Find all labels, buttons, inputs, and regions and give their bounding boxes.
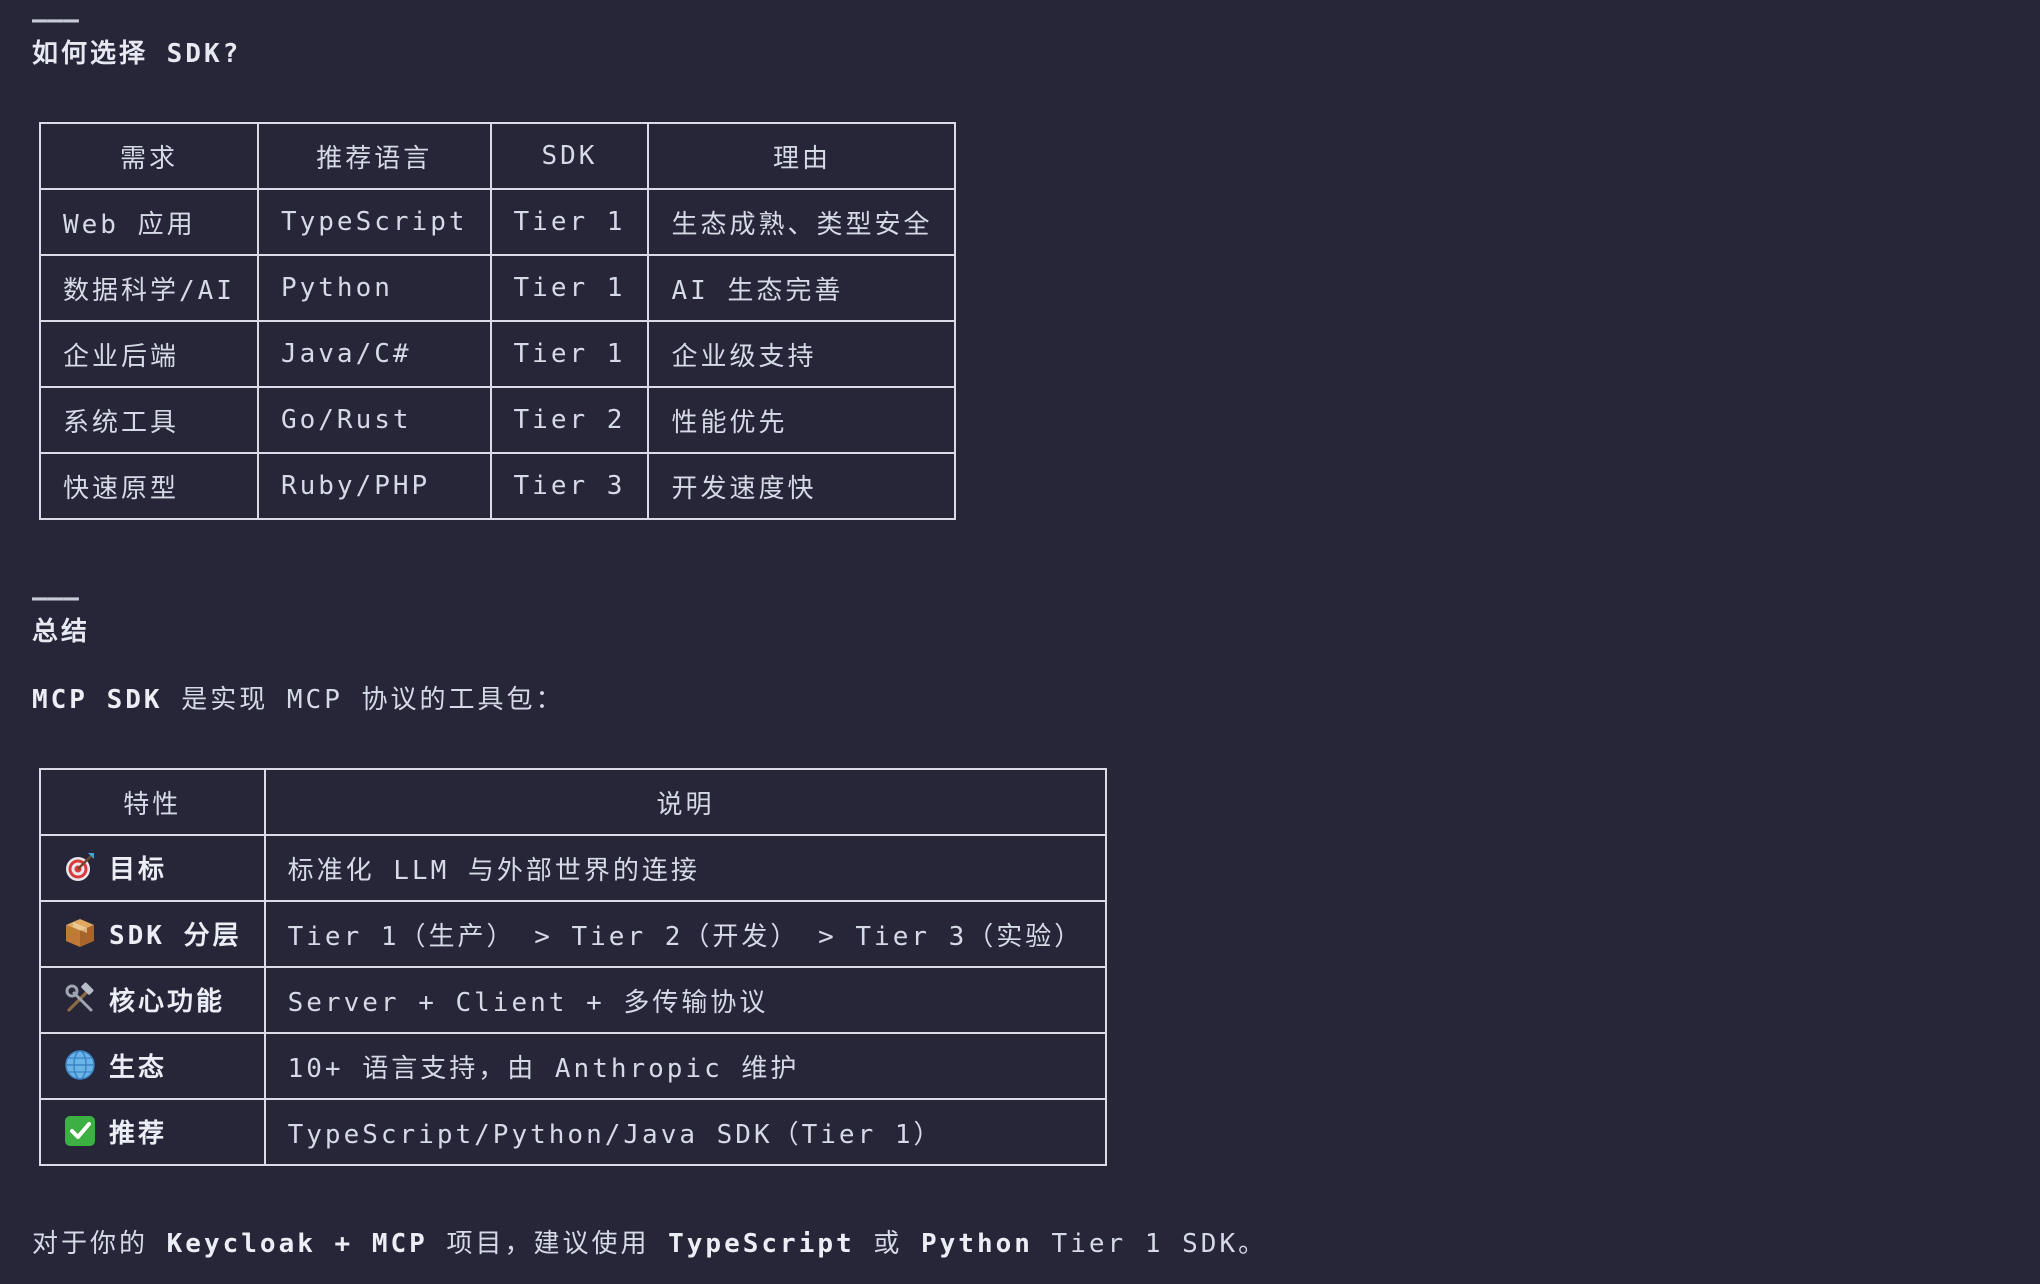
table-cell: 数据科学/AI xyxy=(39,254,259,322)
closing-bold-python: Python xyxy=(920,1229,1033,1259)
description-cell: 10+ 语言支持，由 Anthropic 维护 xyxy=(263,1032,1108,1100)
section-heading-summary: 总结 xyxy=(32,617,91,647)
table-cell: Ruby/PHP xyxy=(256,452,492,520)
tools-icon xyxy=(63,982,97,1016)
table-row: 核心功能 Server + Client + 多传输协议 xyxy=(39,966,1108,1034)
column-header: 特性 xyxy=(39,768,266,836)
table-cell: 生态成熟、类型安全 xyxy=(647,188,957,256)
table-cell: 系统工具 xyxy=(39,386,259,454)
description-cell: 标准化 LLM 与外部世界的连接 xyxy=(263,834,1108,902)
sdk-choice-table: 需求 推荐语言 SDK 理由 Web 应用 TypeScript Tier 1 … xyxy=(39,122,957,520)
table-cell: 企业级支持 xyxy=(647,320,957,388)
table-cell: Java/C# xyxy=(256,320,492,388)
table-cell: Tier 1 xyxy=(489,188,650,256)
table-row: 快速原型 Ruby/PHP Tier 3 开发速度快 xyxy=(39,452,957,520)
horizontal-rule: ——— xyxy=(32,5,79,35)
feature-label: SDK 分层 xyxy=(109,920,242,951)
table-cell: Tier 3 xyxy=(489,452,650,520)
feature-label: 推荐 xyxy=(109,1118,168,1149)
table-row: SDK 分层 Tier 1（生产） > Tier 2（开发） > Tier 3（… xyxy=(39,900,1108,968)
feature-label: 生态 xyxy=(109,1052,168,1083)
closing-text: 对于你的 xyxy=(32,1229,167,1259)
table-row: 生态 10+ 语言支持，由 Anthropic 维护 xyxy=(39,1032,1108,1100)
feature-cell: SDK 分层 xyxy=(39,900,266,968)
check-icon xyxy=(63,1114,97,1148)
horizontal-rule: ——— xyxy=(32,583,79,613)
table-row: 系统工具 Go/Rust Tier 2 性能优先 xyxy=(39,386,957,454)
table-row: 推荐 TypeScript/Python/Java SDK（Tier 1） xyxy=(39,1098,1108,1166)
column-header: 推荐语言 xyxy=(256,122,492,190)
globe-icon xyxy=(63,1048,97,1082)
feature-cell: 推荐 xyxy=(39,1098,266,1166)
column-header: SDK xyxy=(489,122,650,190)
feature-label: 核心功能 xyxy=(109,986,226,1017)
column-header: 需求 xyxy=(39,122,259,190)
description-cell: Server + Client + 多传输协议 xyxy=(263,966,1108,1034)
table-cell: 快速原型 xyxy=(39,452,259,520)
package-icon xyxy=(63,916,97,950)
closing-text: 或 xyxy=(854,1229,921,1259)
table-cell: Python xyxy=(256,254,492,322)
closing-bold-keycloak: Keycloak + MCP xyxy=(166,1229,428,1259)
table-row: 数据科学/AI Python Tier 1 AI 生态完善 xyxy=(39,254,957,322)
intro-text: 是实现 MCP 协议的工具包： xyxy=(162,685,565,715)
feature-cell: 核心功能 xyxy=(39,966,266,1034)
table-header-row: 特性 说明 xyxy=(39,768,1108,836)
table-cell: AI 生态完善 xyxy=(647,254,957,322)
closing-text: 项目，建议使用 xyxy=(427,1229,669,1259)
description-cell: TypeScript/Python/Java SDK（Tier 1） xyxy=(263,1098,1108,1166)
target-icon xyxy=(63,850,97,884)
table-row: 目标 标准化 LLM 与外部世界的连接 xyxy=(39,834,1108,902)
table-cell: Tier 1 xyxy=(489,320,650,388)
description-cell: Tier 1（生产） > Tier 2（开发） > Tier 3（实验） xyxy=(263,900,1108,968)
table-cell: Go/Rust xyxy=(256,386,492,454)
table-cell: 开发速度快 xyxy=(647,452,957,520)
table-row: 企业后端 Java/C# Tier 1 企业级支持 xyxy=(39,320,957,388)
summary-table: 特性 说明 目标 标准化 LLM 与外部世界的连接 xyxy=(39,768,1108,1166)
column-header: 理由 xyxy=(647,122,957,190)
closing-text: Tier 1 SDK。 xyxy=(1032,1229,1268,1259)
section-heading-choose-sdk: 如何选择 SDK? xyxy=(32,39,242,69)
feature-cell: 目标 xyxy=(39,834,266,902)
closing-paragraph: 对于你的 Keycloak + MCP 项目，建议使用 TypeScript 或… xyxy=(32,1226,1267,1262)
feature-label: 目标 xyxy=(109,854,168,885)
feature-cell: 生态 xyxy=(39,1032,266,1100)
summary-intro: MCP SDK 是实现 MCP 协议的工具包： xyxy=(32,682,565,718)
table-cell: Web 应用 xyxy=(39,188,259,256)
closing-bold-typescript: TypeScript xyxy=(668,1229,855,1259)
table-cell: 性能优先 xyxy=(647,386,957,454)
column-header: 说明 xyxy=(263,768,1108,836)
intro-bold: MCP SDK xyxy=(32,685,163,715)
table-row: Web 应用 TypeScript Tier 1 生态成熟、类型安全 xyxy=(39,188,957,256)
table-cell: Tier 1 xyxy=(489,254,650,322)
table-header-row: 需求 推荐语言 SDK 理由 xyxy=(39,122,957,190)
table-cell: Tier 2 xyxy=(489,386,650,454)
table-cell: 企业后端 xyxy=(39,320,259,388)
table-cell: TypeScript xyxy=(256,188,492,256)
